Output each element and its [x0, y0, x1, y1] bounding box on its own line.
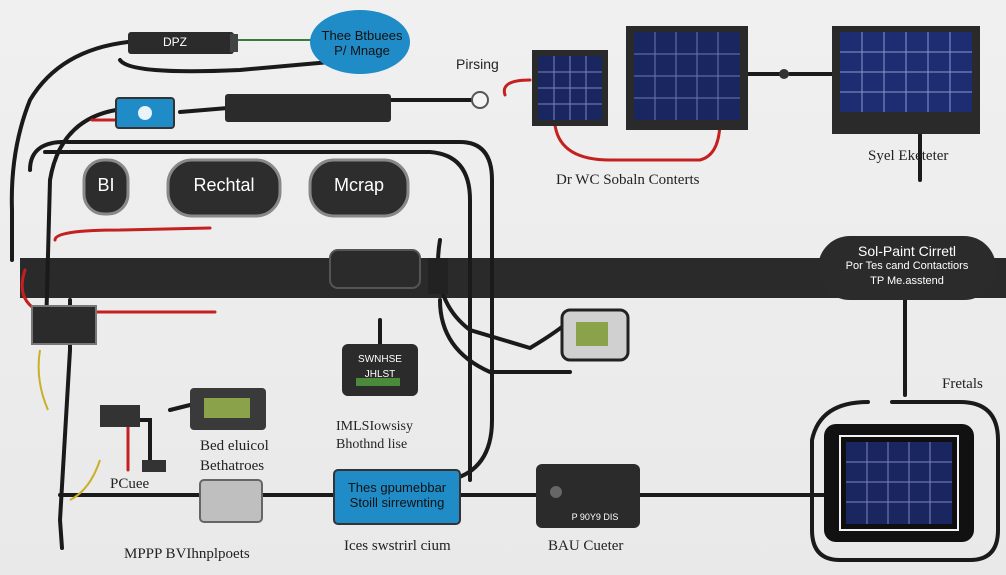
red-wire-left — [53, 226, 212, 242]
callout-line3: TP Me.asstend — [870, 275, 944, 287]
blue-box — [333, 469, 461, 525]
vertical-device-line1: IMLSIowsisy — [336, 419, 414, 434]
cable-bead-meter — [168, 403, 192, 412]
callout-line2: Por Tes cand Contactiors — [845, 260, 969, 272]
blue-box-text: Thes gpumebbar Stoill sirrewnting — [334, 480, 460, 510]
blue-box-line1: Thes gpumebbar — [347, 480, 447, 495]
yellow-wire — [37, 349, 49, 411]
band-plug — [428, 258, 448, 294]
cable-top-device — [118, 58, 332, 74]
cable-sensor-meter — [178, 106, 230, 114]
pill-mid — [166, 158, 282, 218]
bau-box-small-text: P 90Y9 DIS — [571, 512, 619, 522]
meter-bar — [225, 94, 391, 122]
cable-loop-center — [28, 139, 494, 492]
blue-bubble — [310, 10, 410, 74]
lcd-screen — [576, 322, 608, 346]
solar-panel-bottom — [824, 424, 974, 542]
pill-right-label: Mcrap — [333, 175, 384, 195]
top-device-label: DPZ — [163, 35, 187, 49]
cable-sensor-left — [44, 108, 118, 332]
blue-bubble-line2: P/ Mnage — [334, 43, 390, 58]
bau-cueter-label: BAU Cueter — [548, 538, 624, 554]
callout — [818, 236, 996, 300]
pairing-label: Pirsing — [456, 56, 499, 72]
syer-eketeter-label: Syel Eketeter — [868, 148, 949, 164]
solar-panel-mid — [626, 26, 748, 130]
vertical-device-text: SWNHSE JHLST — [358, 354, 402, 380]
bead-clip — [100, 405, 140, 427]
cable-panel-loop — [810, 400, 1000, 562]
solar-panel-right — [832, 26, 980, 134]
pill-left-label: BI — [97, 175, 115, 195]
bau-box — [536, 464, 640, 528]
bead-line2: Bethatroes — [200, 458, 265, 474]
bead-line1: Bed eluicol — [200, 438, 269, 454]
red-wires — [20, 78, 722, 472]
bead-meter-screen — [204, 398, 250, 418]
vertical-device-label: IMLSIowsisy Bhothnd lise — [336, 418, 413, 454]
callout-line1: Sol-Paint Cirretl — [857, 243, 957, 259]
blue-bubble-text: Thee Btbuees P/ Mnage — [318, 28, 406, 58]
band-device — [329, 249, 421, 289]
yellow-wire-2 — [69, 459, 101, 501]
red-wire-pairing — [502, 78, 532, 97]
pill-right — [308, 158, 410, 218]
sensor-icon — [138, 106, 152, 120]
pill-left — [82, 158, 130, 216]
fretals-label: Fretals — [942, 376, 983, 392]
under-blue-box-label: Ices swstrirl cium — [344, 538, 451, 554]
pairing-connector — [471, 91, 489, 109]
solar-panel-small — [532, 50, 608, 126]
controllers-label: Dr WC Sobaln Conterts — [556, 172, 700, 188]
pill-mid-label: Rechtal — [193, 175, 255, 195]
bead-label: Bed eluicol Bethatroes — [200, 436, 269, 476]
top-device-tip — [230, 34, 238, 52]
vertical-device-line2: Bhothnd lise — [336, 437, 408, 452]
cable-to-charge-meter — [438, 298, 572, 374]
vertical-device-strip — [356, 378, 400, 386]
blue-bubble-line1: Thee Btbuees — [321, 28, 403, 43]
pcuee-label: PCuee — [110, 476, 150, 492]
bead-clip-small — [142, 460, 166, 472]
red-wire-panel — [553, 118, 722, 162]
left-junction — [31, 305, 97, 345]
mppt-label: MPPP BVIhnplpoets — [124, 546, 250, 562]
cable-top-left — [9, 40, 130, 262]
grey-connector — [199, 479, 263, 523]
callout-text: Sol-Paint Cirretl Por Tes cand Contactio… — [824, 244, 990, 289]
panel-connector — [779, 69, 789, 79]
top-device — [128, 32, 234, 54]
bau-knob — [550, 486, 562, 498]
blue-box-line2: Stoill sirrewnting — [349, 495, 445, 510]
cable-loop-inner — [43, 150, 472, 482]
